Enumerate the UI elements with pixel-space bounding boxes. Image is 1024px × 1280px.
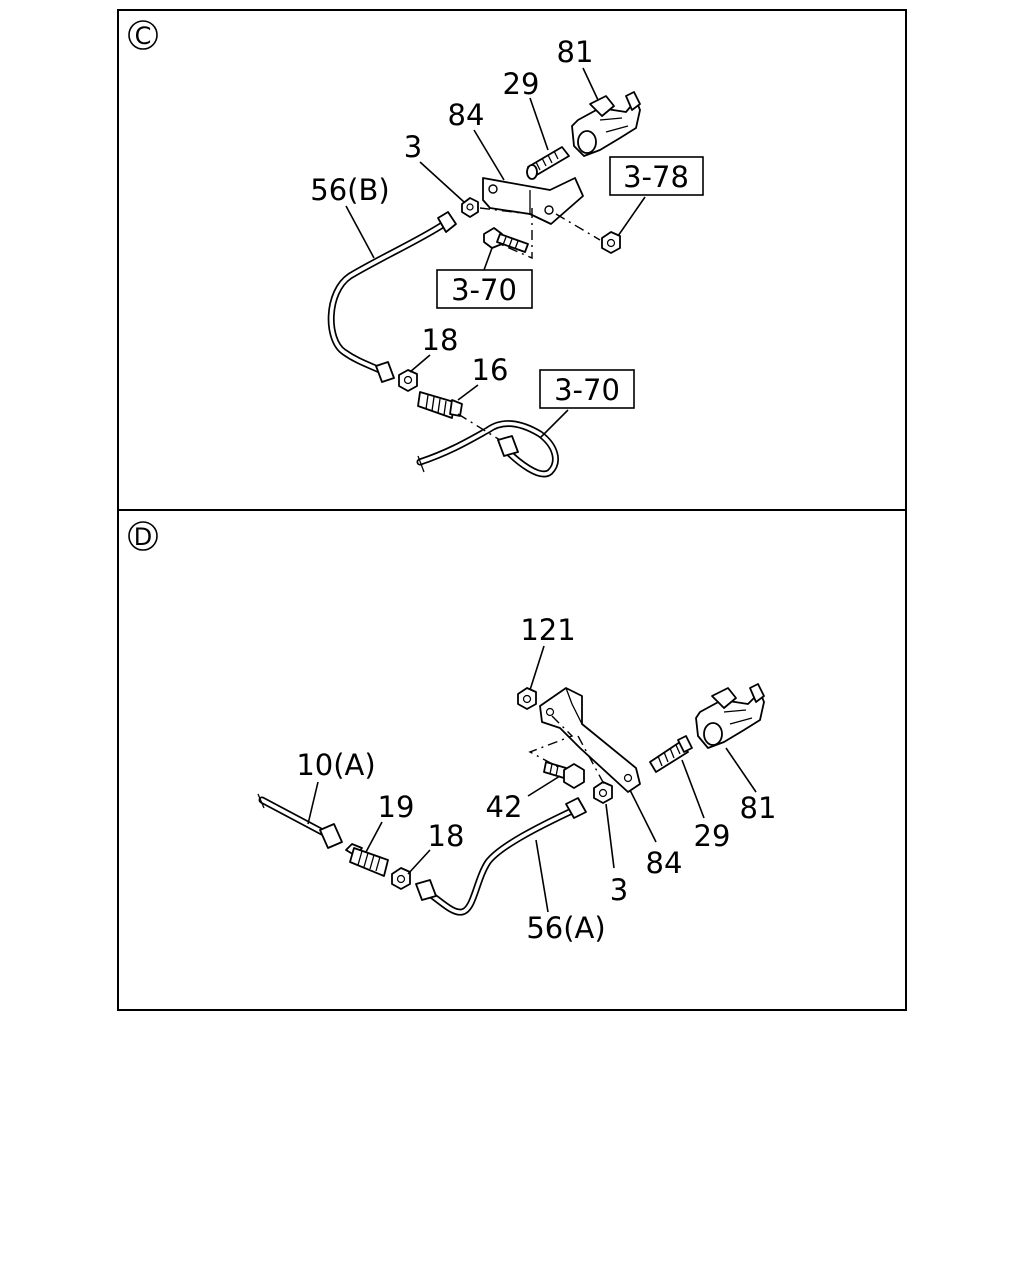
d-label-10a: 10(A) <box>296 748 375 782</box>
d-bolt-42 <box>543 761 585 789</box>
d-fitting-29 <box>649 735 693 773</box>
d-label-56a: 56(A) <box>526 911 605 945</box>
d-valve-81 <box>695 683 765 749</box>
c-nut-3 <box>461 197 479 218</box>
c-ref-378: 3-78 <box>623 160 689 194</box>
d-leader-lines <box>307 645 757 913</box>
c-ref-box-378 <box>609 156 704 196</box>
c-pipe-56b <box>327 211 457 383</box>
c-nut-ref-378 <box>601 231 621 254</box>
c-lower-pipe <box>416 420 559 478</box>
panel-d-marker-circle <box>128 521 158 551</box>
c-ref-370b: 3-70 <box>554 373 620 407</box>
c-fitting-16 <box>417 391 463 419</box>
panel-d-marker-letter: D <box>134 523 152 551</box>
c-label-3: 3 <box>404 130 422 164</box>
c-ref-370a: 3-70 <box>451 273 517 307</box>
panel-d-marker: D <box>128 521 158 551</box>
c-ref-box-370a <box>436 269 533 309</box>
panel-c-marker-letter: C <box>135 22 152 50</box>
c-valve-81 <box>571 91 641 157</box>
d-label-29: 29 <box>694 819 731 853</box>
c-bracket-84 <box>482 177 584 225</box>
c-ref-box-370b <box>539 369 635 409</box>
d-fitting-19 <box>345 843 389 877</box>
d-pipe-56a <box>415 797 587 916</box>
c-label-56b: 56(B) <box>310 173 389 207</box>
c-label-81: 81 <box>557 35 594 69</box>
panel-c-marker: C <box>128 20 158 50</box>
d-label-84: 84 <box>646 846 683 880</box>
d-nut-3 <box>593 781 613 804</box>
c-fitting-29 <box>526 146 570 180</box>
d-label-18: 18 <box>428 819 465 853</box>
c-label-84: 84 <box>448 98 485 132</box>
c-leader-lines <box>345 67 646 439</box>
c-nut-18 <box>398 369 418 392</box>
panel-c: C <box>128 20 704 478</box>
d-label-121: 121 <box>520 613 575 647</box>
d-bracket-84 <box>539 687 641 793</box>
panel-c-marker-circle <box>128 20 158 50</box>
d-label-3: 3 <box>610 873 628 907</box>
d-nut-121 <box>517 687 537 710</box>
c-label-18: 18 <box>422 323 459 357</box>
d-label-19: 19 <box>378 790 415 824</box>
panel-d: D <box>128 521 777 945</box>
c-label-16: 16 <box>472 353 509 387</box>
d-label-42: 42 <box>486 790 523 824</box>
d-nut-18 <box>391 867 411 890</box>
c-bolt-ref-370 <box>483 227 529 253</box>
d-pipe-10a <box>257 793 343 849</box>
d-label-81: 81 <box>740 791 777 825</box>
c-label-29: 29 <box>503 67 540 101</box>
